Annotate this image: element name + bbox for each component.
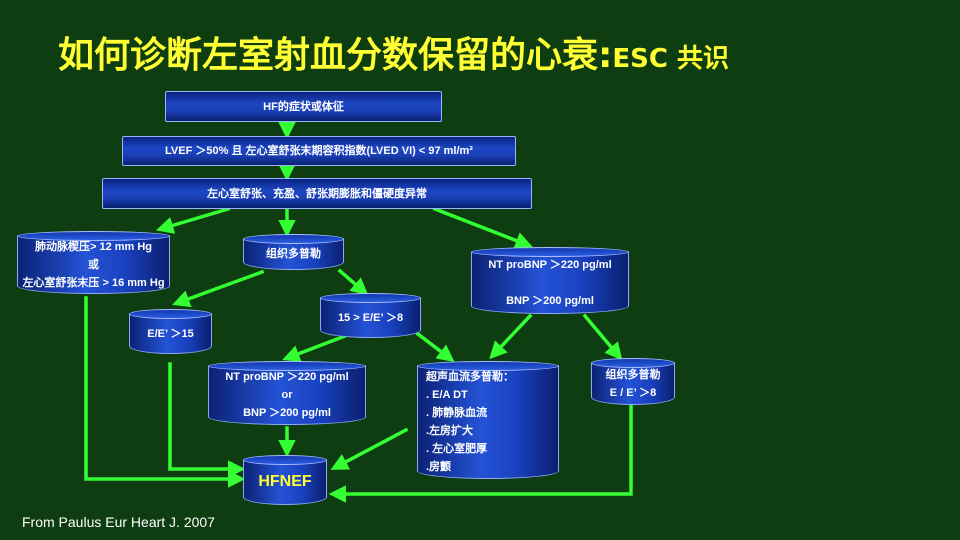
- arrow-ee15-hfnef: [168, 362, 246, 478]
- pcwp-cylinder: 肺动脉楔压> 12 mm Hg 或 左心室舒张末压 > 16 mm Hg: [17, 231, 170, 294]
- ntprobnp-right-cylinder: NT proBNP ＞220 pg/ml BNP ＞200 pg/ml: [471, 247, 629, 314]
- symptoms-box: HF的症状或体征: [165, 91, 442, 122]
- hfnef-cylinder: HFNEF: [243, 455, 327, 505]
- ntprobnp-mid-line3: BNP ＞200 pg/ml: [243, 407, 331, 419]
- hfnef-text: HFNEF: [258, 473, 312, 490]
- pcwp-line2: 或: [88, 258, 99, 271]
- echo-line5: . 左心室肥厚: [426, 443, 488, 455]
- echo-line4: .左房扩大: [426, 425, 474, 437]
- title-suffix: ESC 共识: [612, 44, 730, 74]
- doppler-right-line2: E / E’ ＞8: [609, 386, 657, 399]
- arrow-ee158-echo: [415, 331, 455, 363]
- ee158-cylinder: 15 > E/E’ ＞8: [320, 293, 421, 338]
- pcwp-line3: 左心室舒张末压 > 16 mm Hg: [22, 276, 165, 289]
- ntprobnp-mid-line2: or: [281, 389, 293, 401]
- doppler-cylinder: 组织多普勒: [243, 234, 344, 270]
- ee158-text: 15 > E/E’ ＞8: [337, 311, 404, 324]
- title-main: 如何诊断左室射血分数保留的心衰:: [58, 35, 613, 76]
- ee15-text: E/E’ ＞15: [147, 327, 194, 340]
- ntprobnp-right-spacer: [548, 274, 551, 292]
- ee15-cylinder: E/E’ ＞15: [129, 309, 212, 354]
- ntprobnp-right-line2: BNP ＞200 pg/ml: [506, 294, 594, 307]
- echo-line2: . E/A DT: [426, 389, 468, 401]
- doppler-right-line1: 组织多普勒: [605, 368, 661, 381]
- diastolic-box: 左心室舒张、充盈、舒张期膨胀和僵硬度异常: [102, 178, 532, 209]
- lvef-text: LVEF ＞50% 且 左心室舒张末期容积指数(LVED VI) < 97 ml…: [165, 145, 473, 157]
- arrow-doppler-right-hfnef: [328, 404, 633, 503]
- arrow-ntprobnp-doppler-right: [582, 313, 623, 361]
- ntprobnp-mid-line1: NT proBNP ＞220 pg/ml: [225, 371, 349, 383]
- source-citation: From Paulus Eur Heart J. 2007: [22, 514, 215, 530]
- arrow-diastolic-pcwp: [155, 206, 231, 234]
- arrow-ee158-ntprobnp: [282, 333, 348, 362]
- pcwp-line1: 肺动脉楔压> 12 mm Hg: [34, 240, 153, 253]
- echo-line3: . 肺静脉血流: [426, 407, 488, 419]
- doppler-text: 组织多普勒: [266, 248, 321, 260]
- echo-flow-cylinder: 超声血流多普勒： . E/A DT . 肺静脉血流 .左房扩大 . 左心室肥厚 …: [417, 361, 559, 479]
- arrow-pcwp-hfnef: [84, 296, 246, 488]
- echo-line1: 超声血流多普勒：: [426, 371, 514, 383]
- arrow-diastolic-ntprobnp: [432, 206, 533, 249]
- echo-line6: .房颤: [426, 461, 452, 473]
- doppler-right-cylinder: 组织多普勒 E / E’ ＞8: [591, 358, 675, 405]
- arrow-doppler-ee158: [337, 268, 369, 296]
- diastolic-text: 左心室舒张、充盈、舒张期膨胀和僵硬度异常: [207, 187, 427, 200]
- ntprobnp-right-line1: NT proBNP ＞220 pg/ml: [488, 258, 612, 271]
- page-title: 如何诊断左室射血分数保留的心衰:ESC 共识: [58, 26, 729, 78]
- symptoms-text: HF的症状或体征: [263, 100, 344, 113]
- arrow-echo-hfnef: [330, 427, 409, 470]
- ntprobnp-mid-cylinder: NT proBNP ＞220 pg/ml or BNP ＞200 pg/ml: [208, 361, 366, 425]
- arrow-doppler-ee15: [172, 269, 265, 308]
- lvef-box: LVEF ＞50% 且 左心室舒张末期容积指数(LVED VI) < 97 ml…: [122, 136, 516, 166]
- arrow-ntprobnp-echo: [489, 313, 533, 360]
